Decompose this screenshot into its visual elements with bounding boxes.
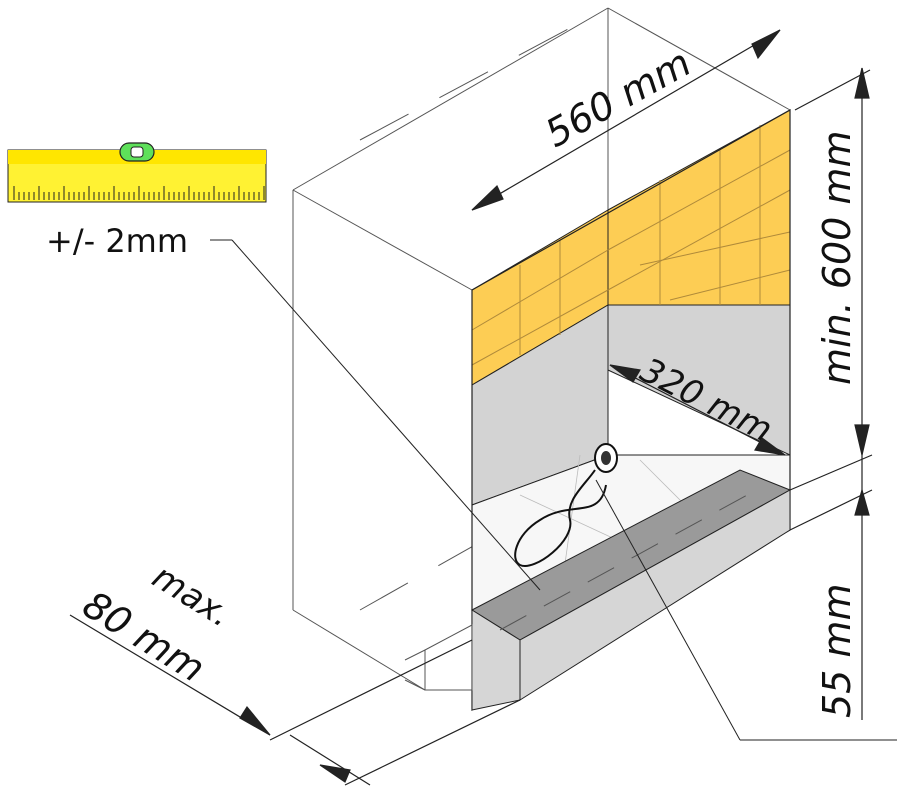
width-label: 560 mm xyxy=(538,40,698,155)
leader-lines xyxy=(210,239,897,741)
dimension-height xyxy=(794,67,871,456)
height-label: min. 600 mm xyxy=(815,131,859,385)
dimension-width xyxy=(471,29,781,211)
back-wall-tiles xyxy=(607,109,791,306)
dimension-depth xyxy=(609,364,786,456)
base-height-label: 55 mm xyxy=(815,584,859,718)
tile-joints xyxy=(471,125,791,366)
left-wall xyxy=(471,209,609,506)
outlet-box xyxy=(404,624,473,691)
tolerance-label: +/- 2mm xyxy=(46,222,188,260)
drainage-channel xyxy=(470,469,792,711)
spirit-level-icon xyxy=(7,142,267,203)
power-socket-icon xyxy=(514,443,618,567)
dimension-base-height xyxy=(789,454,873,720)
dimension-max xyxy=(69,614,521,786)
